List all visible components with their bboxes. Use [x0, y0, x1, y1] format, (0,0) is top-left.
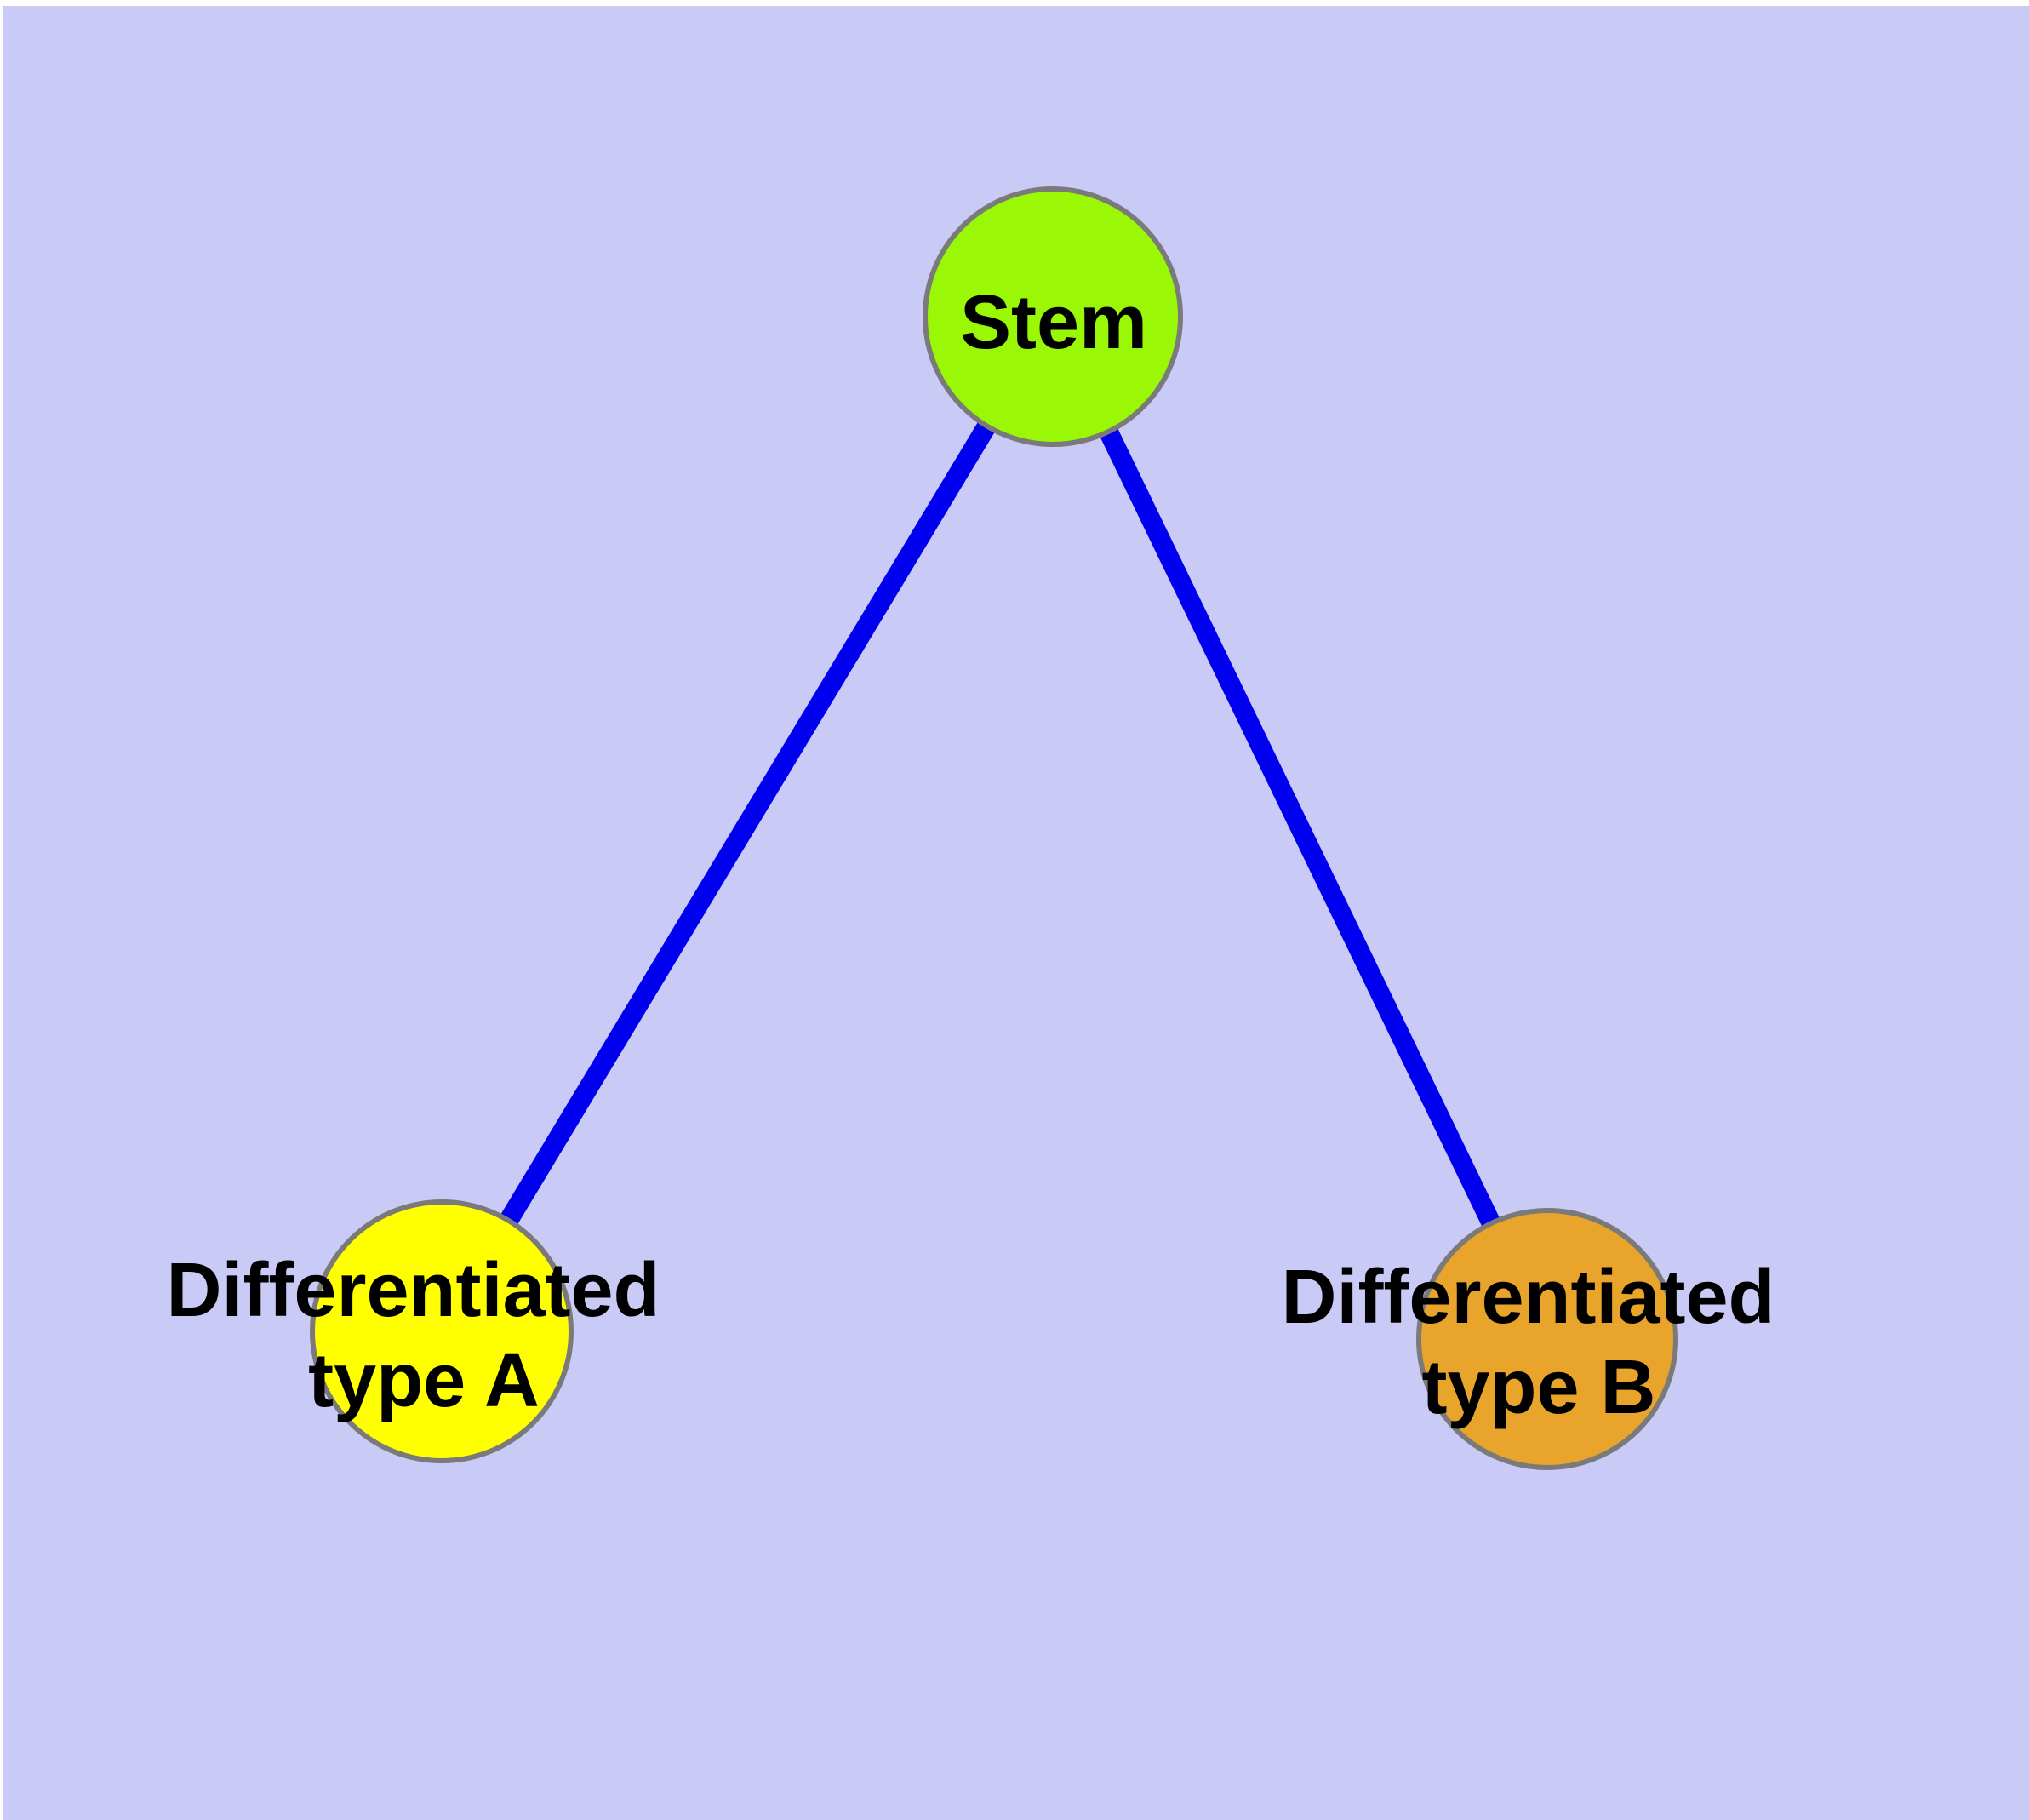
node-type-a-label-line2: type A — [308, 1338, 540, 1423]
edge-stem-to-type-b — [1043, 312, 1557, 1344]
node-type-b-label-line1: Differentiated — [1281, 1255, 1775, 1340]
node-type-b-label-line2: type B — [1421, 1345, 1655, 1430]
node-stem-label: Stem — [960, 280, 1147, 365]
node-type-b — [1416, 1208, 1678, 1470]
node-type-a-label-line1: Differentiated — [166, 1248, 660, 1333]
node-type-b-label: Differentiated type B — [1281, 1255, 1796, 1430]
node-type-a-label: Differentiated type A — [166, 1248, 681, 1423]
node-stem — [923, 186, 1183, 447]
node-type-a — [310, 1199, 574, 1463]
edge-stem-to-type-a — [433, 312, 1061, 1336]
